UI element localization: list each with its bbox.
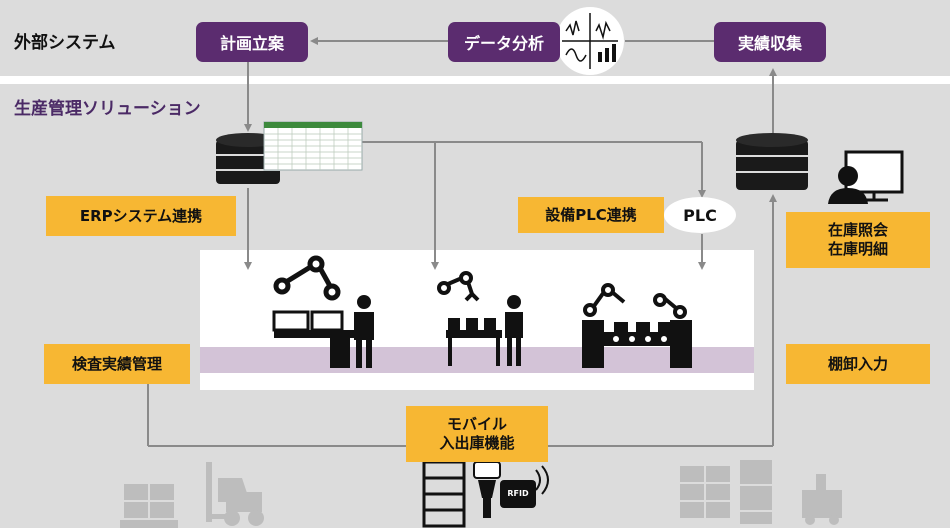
rfid-text: RFID (507, 489, 529, 498)
erp-integration-tag: ERPシステム連携 (46, 196, 236, 236)
collection-box[interactable]: 実績収集 (714, 22, 826, 62)
plc-integration-tag: 設備PLC連携 (518, 197, 664, 233)
inventory-inquiry-label: 在庫照会 (827, 221, 888, 240)
twin-robot-line-icon (582, 283, 692, 368)
workstation-icon (272, 295, 374, 368)
mobile-warehouse-tag: モバイル 入出庫機能 (406, 406, 548, 462)
stacked-boxes-icon (120, 484, 178, 528)
robot-arm-icon (273, 255, 341, 301)
rfid-tag-icon (500, 465, 549, 508)
external-system-title: 外部システム (14, 33, 116, 53)
assembly-line-icon (446, 295, 523, 366)
inout-label: 入出庫機能 (439, 434, 515, 452)
inventory-detail-label: 在庫明細 (827, 240, 888, 258)
spreadsheet-icon (263, 121, 363, 171)
planning-box[interactable]: 計画立案 (196, 22, 308, 62)
warehouse-boxes-icon (680, 460, 772, 524)
gripper-robot-icon (437, 271, 480, 302)
analysis-box[interactable]: データ分析 (448, 22, 560, 62)
results-database-icon (736, 133, 808, 190)
user-monitor-icon (828, 150, 904, 204)
inventory-inquiry-tag: 在庫照会 在庫明細 (786, 212, 930, 268)
analysis-chart-icon (556, 7, 624, 75)
stocktake-input-tag: 棚卸入力 (786, 344, 930, 384)
barcode-scanner-icon (473, 461, 501, 518)
conveyor-strip (200, 347, 754, 373)
forklift-icon (206, 462, 264, 526)
solution-title: 生産管理ソリューション (14, 99, 201, 119)
agv-robot-icon (802, 474, 842, 525)
plc-label: PLC (664, 197, 736, 233)
mobile-label: モバイル (446, 415, 507, 434)
storage-rack-icon (422, 460, 466, 528)
inspection-results-tag: 検査実績管理 (44, 344, 190, 384)
